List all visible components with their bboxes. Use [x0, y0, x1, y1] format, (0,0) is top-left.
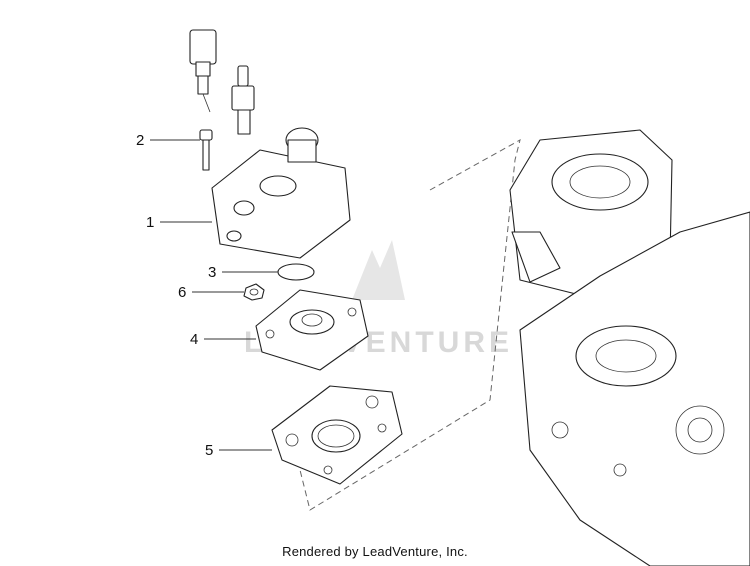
head-gasket-part [271, 385, 403, 485]
crankcase-part [519, 211, 750, 566]
watermark-flame-icon [352, 240, 405, 300]
render-credit: Rendered by LeadVenture, Inc. [282, 544, 468, 559]
spark-plug-part [231, 65, 255, 135]
callout-2: 2 [136, 132, 200, 149]
callout-number: 1 [146, 214, 154, 231]
bolt-part [199, 129, 213, 171]
assembly-dashed-outline [299, 139, 521, 511]
cylinder-part [509, 129, 673, 301]
callout-number: 4 [190, 331, 198, 348]
cylinder-head-part [255, 289, 369, 371]
callout-5: 5 [205, 442, 272, 459]
cylinder-head-cover-part [211, 127, 351, 259]
callout-4: 4 [190, 331, 256, 348]
callout-number: 5 [205, 442, 213, 459]
callout-1: 1 [146, 214, 212, 231]
callout-6: 6 [178, 284, 244, 301]
callout-3: 3 [208, 264, 278, 281]
sensor-part [189, 29, 217, 113]
nut-part [243, 283, 265, 301]
callout-number: 2 [136, 132, 144, 149]
callout-number: 3 [208, 264, 216, 281]
callout-number: 6 [178, 284, 186, 301]
o-ring-part [277, 263, 315, 281]
